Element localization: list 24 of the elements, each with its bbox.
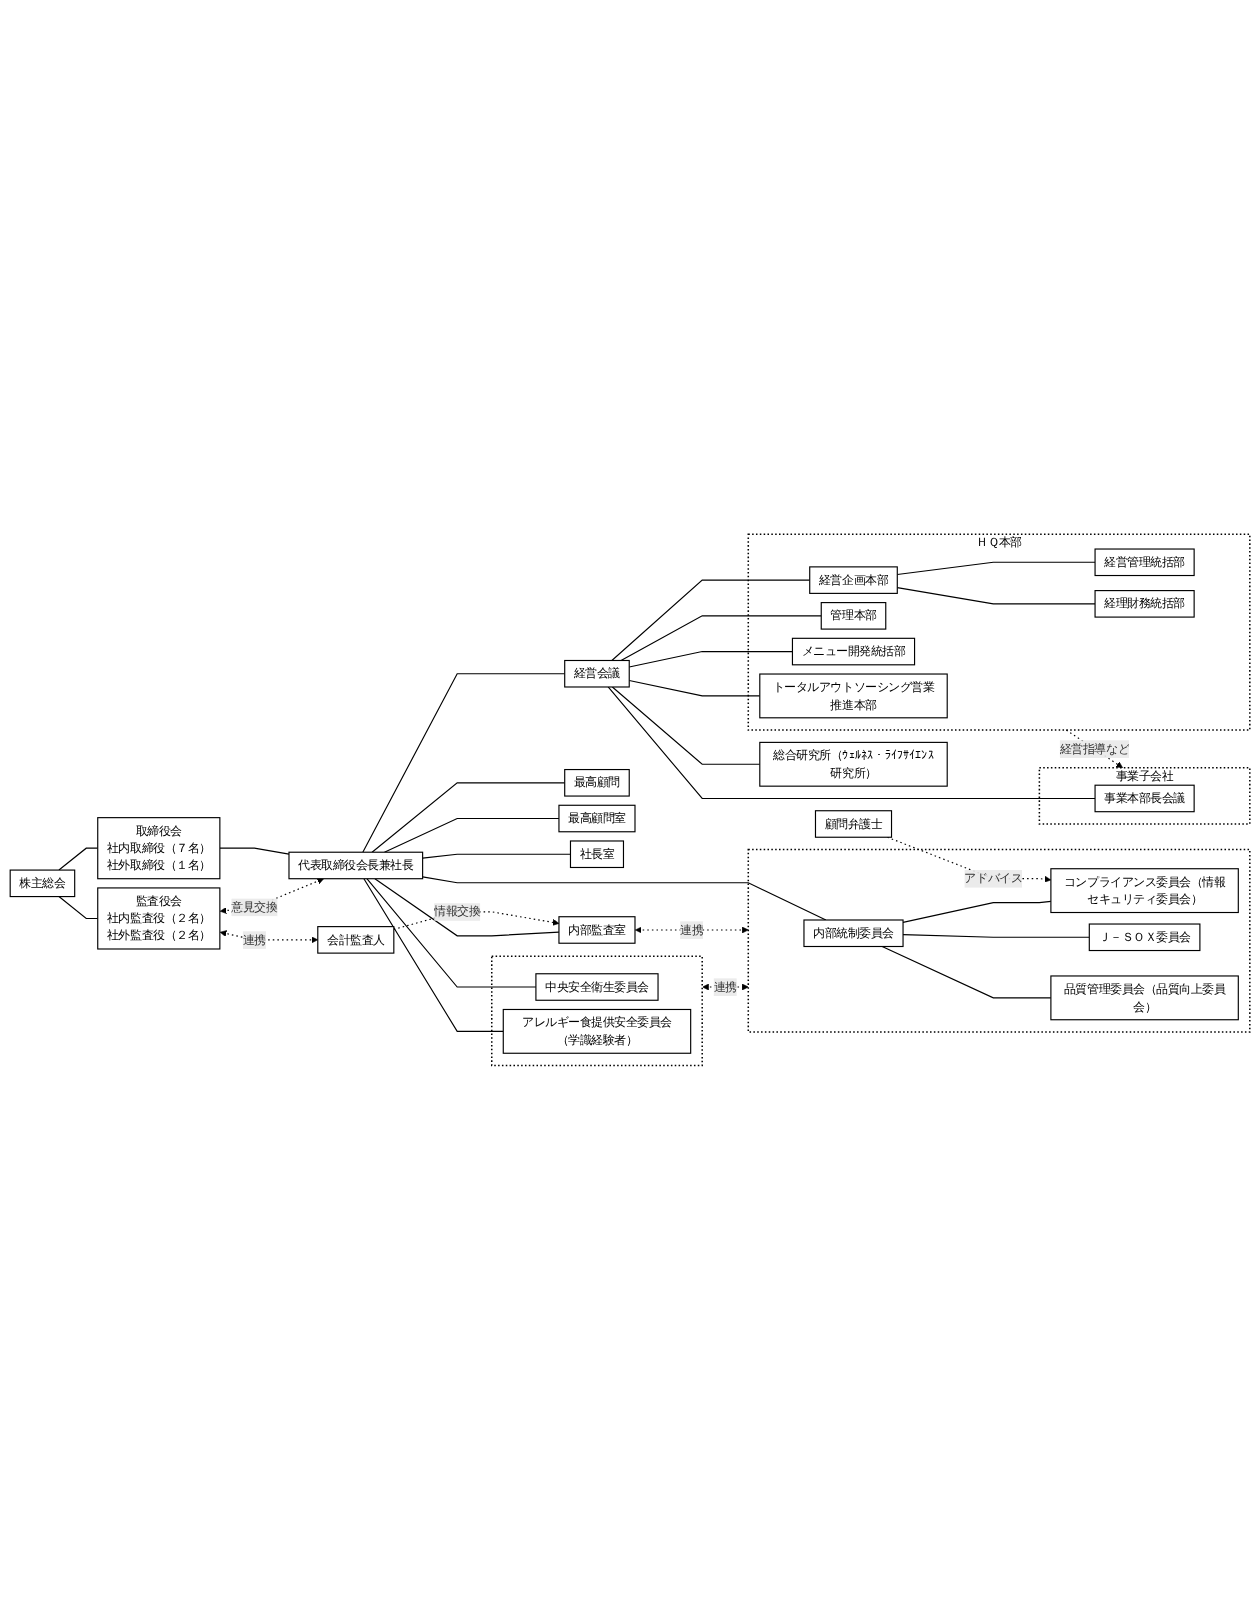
connector bbox=[611, 686, 761, 765]
connector bbox=[362, 673, 566, 853]
connector bbox=[611, 579, 811, 662]
connector bbox=[607, 686, 1096, 800]
connector bbox=[422, 853, 572, 859]
connector bbox=[896, 561, 1096, 576]
connector bbox=[628, 680, 761, 697]
connector bbox=[363, 878, 504, 1033]
connector bbox=[58, 847, 99, 871]
connector bbox=[620, 615, 822, 662]
cluster bbox=[491, 955, 703, 1067]
connector bbox=[896, 587, 1096, 605]
connector bbox=[422, 876, 827, 921]
connector bbox=[881, 946, 1052, 999]
connector bbox=[383, 818, 560, 853]
connector bbox=[902, 900, 1052, 924]
connector bbox=[366, 878, 537, 988]
connector bbox=[219, 847, 290, 855]
arrow bbox=[219, 930, 319, 944]
connector bbox=[902, 934, 1090, 938]
connector bbox=[628, 651, 793, 668]
connector bbox=[371, 782, 566, 853]
connector bbox=[58, 896, 99, 920]
cluster bbox=[747, 848, 1251, 1033]
